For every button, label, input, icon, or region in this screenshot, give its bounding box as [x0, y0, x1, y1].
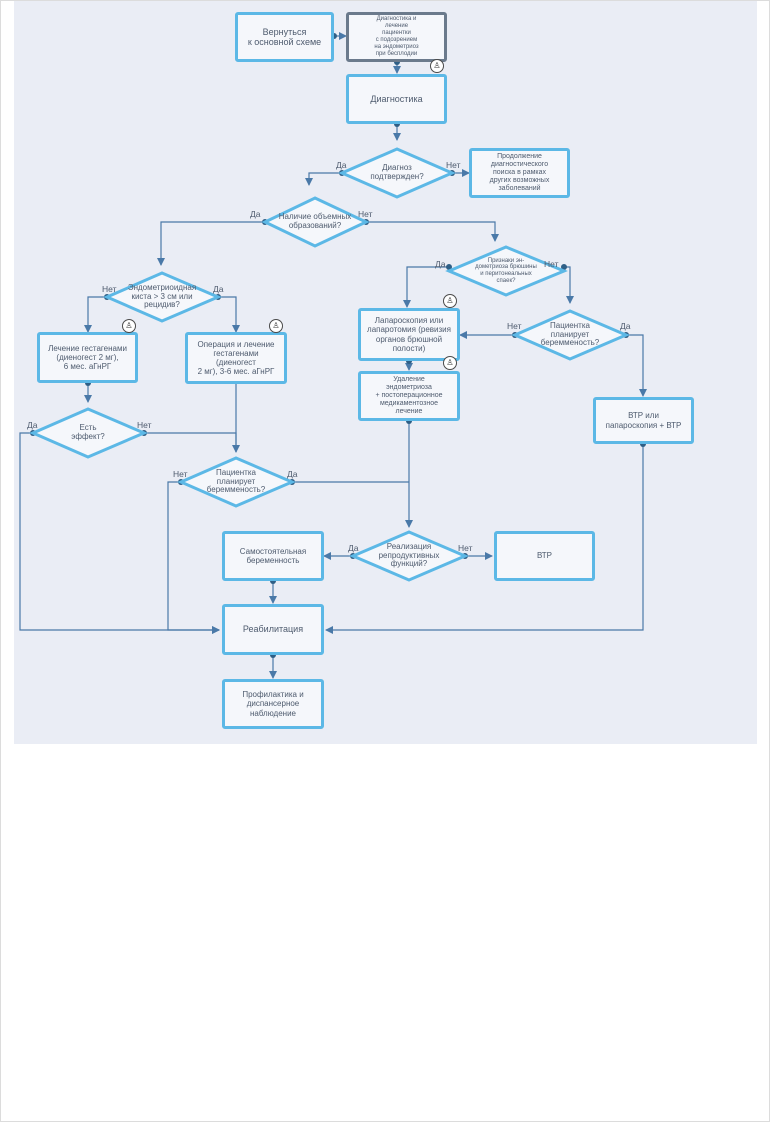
diag-confirmed-text: Диагноз подтвержден? — [370, 163, 424, 181]
no-label: Нет — [507, 321, 522, 331]
diamond-plans-mid — [177, 456, 296, 508]
decision-diamonds — [29, 147, 630, 582]
doctor-icon: ♙ — [269, 319, 283, 333]
diamond-diag-confirmed — [338, 147, 456, 199]
doctor-icon: ♙ — [122, 319, 136, 333]
removal-label: Удаление эндометриоза + постоперационное… — [375, 375, 443, 416]
continue-search-label: Продолжение диагностического поиска в ра… — [489, 152, 550, 193]
surgery-gestagen-box: Операция и лечение гестагенами (диеногес… — [185, 332, 287, 384]
yes-label: Да — [213, 284, 224, 294]
no-label: Нет — [446, 160, 461, 170]
yes-label: Да — [336, 160, 347, 170]
cyst-text: Эндометриоидная киста > 3 см или рецидив… — [127, 282, 197, 310]
ivf-or-laparoscopy-box: ВТР или папароскопия + ВТР — [593, 397, 694, 444]
diamond-plans-right — [511, 309, 630, 361]
back-to-main-label: Вернуться к основной схеме — [247, 26, 322, 47]
yes-label: Да — [620, 321, 631, 331]
plans-pregnancy-right-text: Пациентка планирует беремменость? — [540, 320, 600, 348]
ivf-box: ВТР — [494, 531, 595, 581]
ivf-or-laparoscopy-label: ВТР или папароскопия + ВТР — [605, 411, 682, 430]
start-label: Диагностика и лечение пациентки с подозр… — [374, 16, 419, 57]
diamond-masses — [261, 196, 370, 248]
diamond-reproductive — [349, 530, 469, 582]
doctor-icon: ♙ — [430, 59, 444, 73]
start-node: Диагностика и лечение пациентки с подозр… — [346, 12, 447, 62]
yes-label: Да — [348, 543, 359, 553]
no-label: Нет — [544, 259, 559, 269]
gestagen-treatment-box: Лечение гестагенами (диеногест 2 мг), 6 … — [37, 332, 138, 383]
diamond-effect — [29, 407, 148, 459]
removal-box: Удаление эндометриоза + постоперационное… — [358, 371, 460, 421]
diamond-cyst — [103, 271, 222, 323]
yes-label: Да — [27, 420, 38, 430]
yes-label: Да — [250, 209, 261, 219]
no-label: Нет — [173, 469, 188, 479]
yes-label: Да — [435, 259, 446, 269]
back-to-main-button[interactable]: Вернуться к основной схеме — [235, 12, 334, 62]
diagnostics-label: Диагностика — [370, 93, 423, 104]
ivf-label: ВТР — [536, 551, 553, 561]
reproductive-text: Реализация репродуктивных функций? — [378, 541, 440, 569]
masses-text: Наличие объемных образований? — [278, 212, 352, 230]
no-label: Нет — [358, 209, 373, 219]
spontaneous-pregnancy-label: Самостоятельная беременность — [239, 546, 307, 565]
prevention-label: Профилактика и диспансерное наблюдение — [242, 690, 304, 718]
yes-label: Да — [287, 469, 298, 479]
prevention-box: Профилактика и диспансерное наблюдение — [222, 679, 324, 729]
surgery-gestagen-label: Операция и лечение гестагенами (диеногес… — [197, 339, 275, 377]
peritoneal-text: Признаки эн- дометриоза брюшины и перито… — [475, 257, 537, 284]
no-label: Нет — [137, 420, 152, 430]
rehab-label: Реабилитация — [242, 624, 304, 635]
diamond-peritoneal — [445, 245, 568, 297]
diagnostics-box: Диагностика — [346, 74, 447, 124]
rehab-box: Реабилитация — [222, 604, 324, 655]
doctor-icon: ♙ — [443, 294, 457, 308]
doctor-icon: ♙ — [443, 356, 457, 370]
gestagen-treatment-label: Лечение гестагенами (диеногест 2 мг), 6 … — [48, 343, 127, 372]
spontaneous-pregnancy-box: Самостоятельная беременность — [222, 531, 324, 581]
continue-search-box: Продолжение диагностического поиска в ра… — [469, 148, 570, 198]
effect-text: Есть эффект? — [71, 423, 105, 441]
laparoscopy-box: Лапароскопия или лапаротомия (ревизия ор… — [358, 308, 460, 361]
no-label: Нет — [102, 284, 117, 294]
no-label: Нет — [458, 543, 473, 553]
laparoscopy-label: Лапароскопия или лапаротомия (ревизия ор… — [367, 316, 451, 353]
plans-pregnancy-mid-text: Пациентка планирует беремменость? — [206, 467, 266, 495]
